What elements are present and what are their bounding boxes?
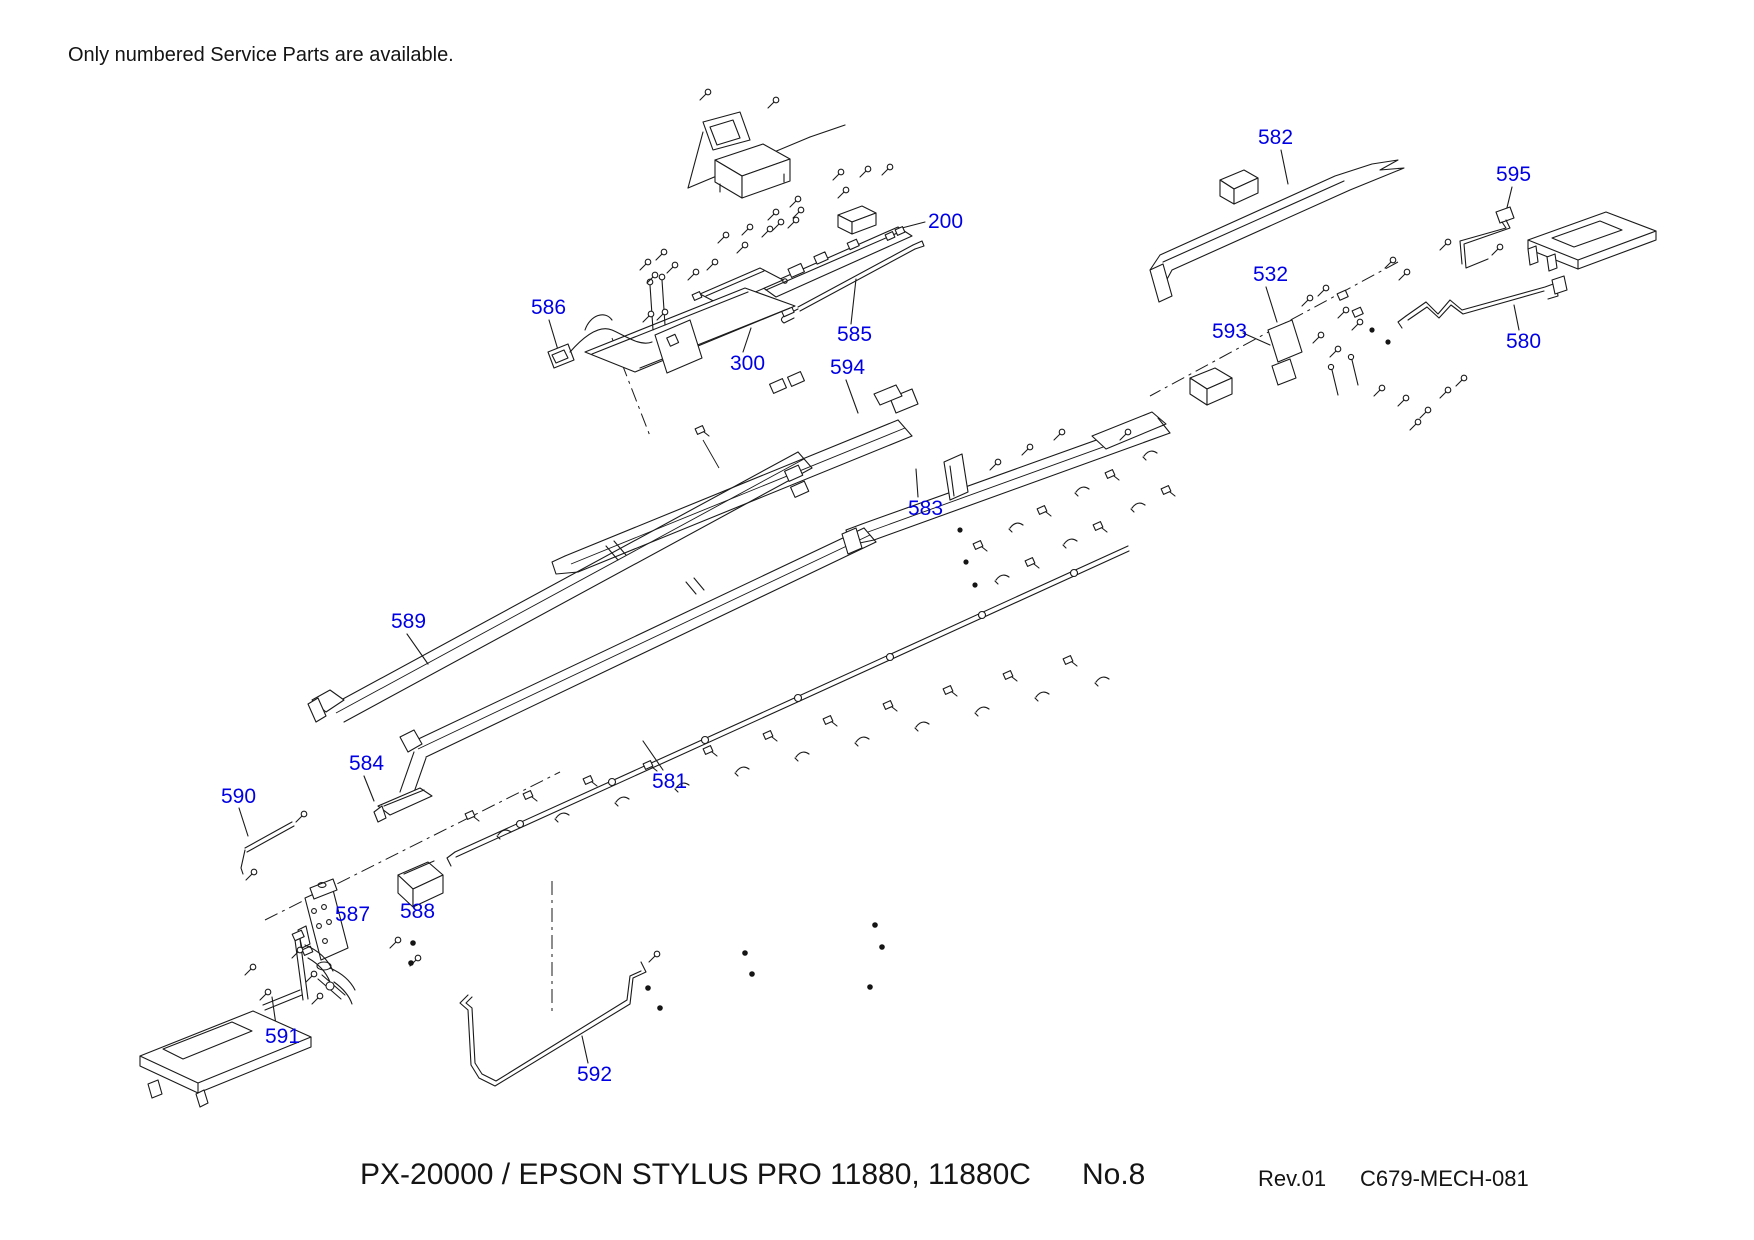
part-581-shaft [447,546,1129,866]
part-580-wire [1398,276,1567,328]
part-label-592: 592 [577,1063,613,1086]
part-label-593: 593 [1212,320,1248,343]
shaft-clips [464,655,1110,840]
part-582-bracket [1150,160,1404,302]
part-588-box [398,861,443,907]
part-592-wire [460,950,661,1086]
part-label-590: 590 [221,785,257,808]
part-585-cable [781,241,924,323]
part-590-rod [241,810,308,881]
part-cover-box [715,144,790,198]
part-label-589: 589 [391,610,427,633]
part-label-594: 594 [830,356,866,379]
part-label-584: 584 [349,752,385,775]
part-label-583: 583 [908,497,944,520]
part-200-board [762,206,912,297]
part-bottom-left-panel [140,1011,311,1107]
part-label-300: 300 [730,352,766,375]
label-leader-lines [239,150,1519,1063]
part-label-586: 586 [531,296,567,319]
part-586-connector [548,274,702,373]
part-532-593-cluster [1268,256,1468,431]
part-label-580: 580 [1506,330,1542,353]
part-594-rail [552,372,918,574]
page-title: PX-20000 / EPSON STYLUS PRO 11880, 11880… [360,1158,1031,1191]
part-lower-rail [400,528,876,798]
part-label-591: 591 [265,1025,301,1048]
part-584-bracket [374,788,432,822]
part-label-532: 532 [1253,263,1289,286]
document-code: C679-MECH-081 [1360,1166,1529,1191]
service-note: Only numbered Service Parts are availabl… [68,44,454,66]
part-alignment-cube [1190,368,1232,405]
part-label-581: 581 [652,770,688,793]
revision-label: Rev.01 [1258,1166,1327,1191]
part-label-582: 582 [1258,126,1294,149]
sheet-number: No.8 [1082,1158,1146,1191]
part-label-588: 588 [400,900,436,923]
bottom-screws-dots [244,922,885,1011]
part-label-587: 587 [335,903,371,926]
part-label-200: 200 [928,210,964,233]
part-label-585: 585 [837,323,873,346]
part-top-right-panel [1528,212,1656,271]
rail-cluster-clips [957,428,1176,588]
part-583-rail [842,412,1170,554]
part-595-rod [1439,207,1514,268]
part-label-595: 595 [1496,163,1532,186]
